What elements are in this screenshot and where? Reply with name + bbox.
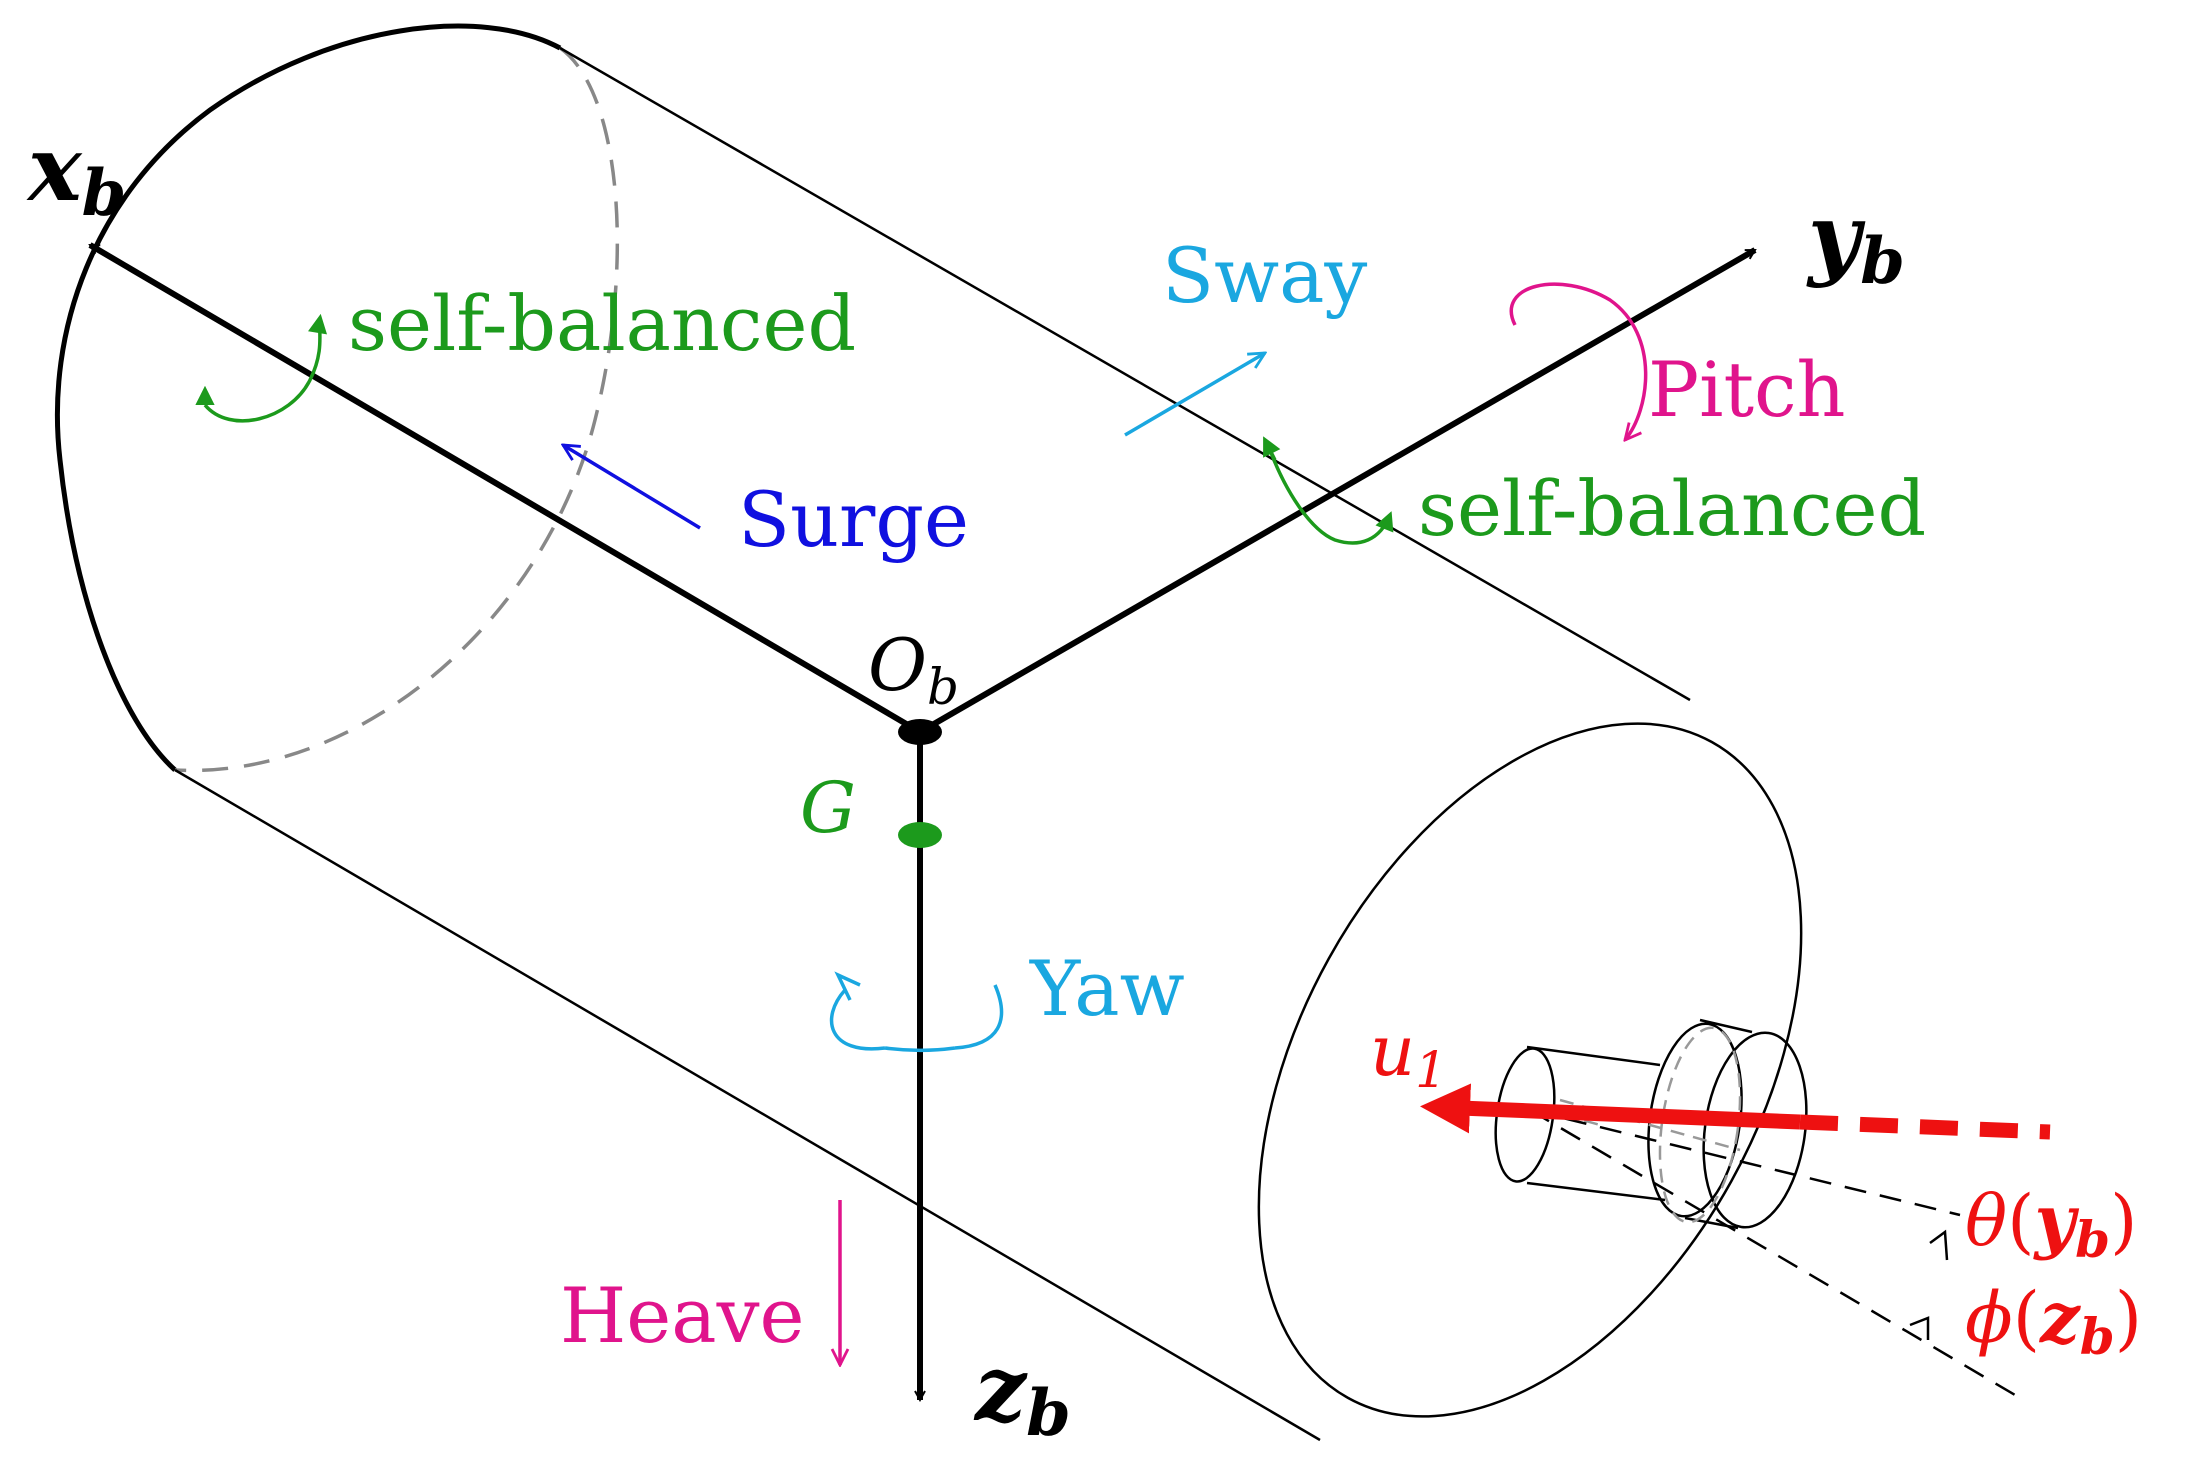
surge-label: Surge (738, 475, 969, 564)
roll-y-arrow (1268, 449, 1390, 545)
y-axis-label: yb (1806, 184, 1905, 299)
x-axis (90, 242, 922, 735)
thrust-line-of-action (1799, 1114, 2051, 1140)
thrust-arrow (1420, 1083, 1801, 1134)
front-cap (1257, 722, 1803, 1418)
thruster-nozzle-back (1702, 1031, 1808, 1229)
roll-x-arrow (203, 318, 320, 423)
center-of-gravity-point (898, 822, 942, 848)
right-angle-marks (1909, 1229, 1949, 1340)
hull-bottom-edge (174, 768, 1321, 1442)
yaw-arrow (829, 984, 1004, 1051)
hull-top-edge (559, 46, 1691, 702)
z-axis-label: zb (973, 1336, 1071, 1451)
motion-arrows (203, 282, 1648, 1365)
phi-reference-line (1529, 1108, 2016, 1397)
thrust-label: u1 (1370, 1010, 1447, 1099)
thrust-vector (1420, 1083, 2051, 1140)
yaw-label: Yaw (1029, 944, 1185, 1033)
theta-label: θ(yb) (1965, 1179, 2137, 1269)
origin-point (898, 719, 942, 745)
thrust-angle-references (1529, 1108, 2016, 1397)
body-axes (90, 242, 1755, 1400)
phi-label: ϕ(zb) (1965, 1276, 2142, 1366)
pitch-label: Pitch (1648, 345, 1846, 434)
rear-cap-hidden-edge (174, 46, 620, 773)
origin-label: Ob (868, 623, 959, 716)
cylinder-hull (54, 23, 1803, 1442)
pitch-arrow (1509, 282, 1648, 440)
roll-x-label: self-balanced (348, 279, 856, 368)
sway-arrow (1124, 353, 1265, 437)
heave-label: Heave (560, 1271, 804, 1360)
theta-reference-line (1529, 1108, 1961, 1217)
labels: xb yb zb Ob G Surge Sway Yaw Heave Pitch… (26, 116, 2142, 1451)
thruster-hidden-ring (1658, 1026, 1742, 1224)
y-axis (918, 247, 1755, 735)
roll-y-label: self-balanced (1418, 464, 1926, 553)
x-axis-label: xb (26, 116, 126, 231)
rear-cap-outline (54, 23, 562, 772)
sway-label: Sway (1162, 231, 1367, 320)
g-label: G (800, 767, 856, 849)
surge-arrow (563, 445, 701, 530)
